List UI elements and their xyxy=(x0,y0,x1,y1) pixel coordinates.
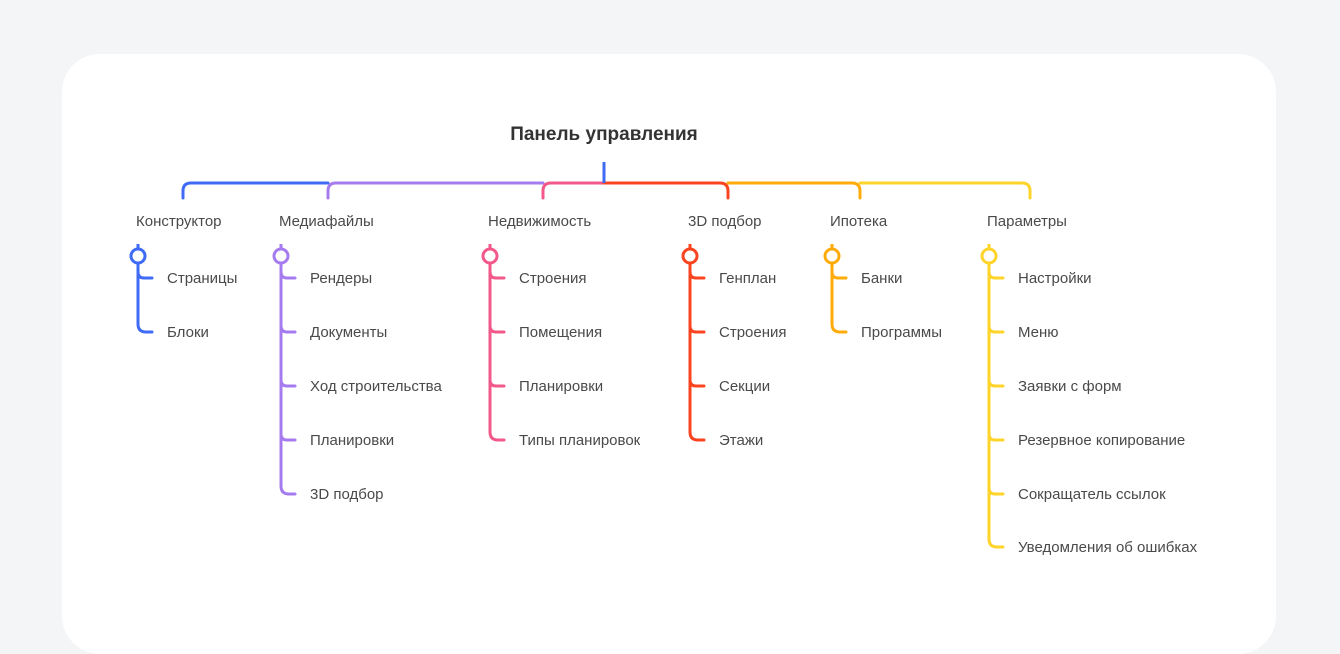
branch-line xyxy=(987,261,1005,549)
branch-tick xyxy=(488,378,506,388)
branch-tick xyxy=(279,270,297,280)
branch-line xyxy=(830,261,848,334)
branch-tick xyxy=(987,270,1005,280)
category-label: Ипотека xyxy=(830,213,888,230)
category-node-icon xyxy=(481,247,499,265)
menu-item[interactable]: Документы xyxy=(310,324,387,341)
connector-0 xyxy=(181,181,330,200)
branch-tick xyxy=(830,270,848,280)
menu-item[interactable]: Резервное копирование xyxy=(1018,432,1185,449)
branch-line xyxy=(688,261,706,442)
menu-item[interactable]: Рендеры xyxy=(310,270,372,287)
connector-4 xyxy=(726,181,862,200)
branch-tick xyxy=(987,486,1005,496)
menu-item[interactable]: Этажи xyxy=(719,432,763,449)
branch-tick xyxy=(987,324,1005,334)
category-node-icon xyxy=(272,247,290,265)
category-label: Медиафайлы xyxy=(279,213,374,230)
menu-item[interactable]: Планировки xyxy=(310,432,394,449)
category-label: 3D подбор xyxy=(688,213,762,230)
category-node-icon xyxy=(823,247,841,265)
branch-tick xyxy=(987,432,1005,442)
branch-tick xyxy=(987,378,1005,388)
category-label: Параметры xyxy=(987,213,1067,230)
menu-item[interactable]: Помещения xyxy=(519,324,602,341)
diagram-title: Панель управления xyxy=(510,124,698,145)
category-node-icon xyxy=(980,247,998,265)
category-label: Конструктор xyxy=(136,213,222,230)
branch-line xyxy=(279,261,297,496)
menu-item[interactable]: Меню xyxy=(1018,324,1059,341)
menu-item[interactable]: Настройки xyxy=(1018,270,1092,287)
menu-item[interactable]: Строения xyxy=(519,270,587,287)
branch-tick xyxy=(688,324,706,334)
branch-tick xyxy=(136,270,154,280)
menu-item[interactable]: Ход строительства xyxy=(310,378,442,395)
connector-3 xyxy=(602,181,730,200)
connector-5 xyxy=(858,181,1032,200)
menu-item[interactable]: Генплан xyxy=(719,270,776,287)
menu-item[interactable]: Планировки xyxy=(519,378,603,395)
menu-item[interactable]: Секции xyxy=(719,378,770,395)
branch-tick xyxy=(688,378,706,388)
menu-item[interactable]: Сокращатель ссылок xyxy=(1018,486,1166,503)
menu-item[interactable]: Банки xyxy=(861,270,902,287)
branch-line xyxy=(488,261,506,442)
branch-tick xyxy=(279,324,297,334)
diagram-card xyxy=(62,54,1276,654)
branch-tick xyxy=(488,270,506,280)
branch-tick xyxy=(688,270,706,280)
category-label: Недвижимость xyxy=(488,213,591,230)
menu-item[interactable]: Типы планировок xyxy=(519,432,641,449)
menu-item[interactable]: Программы xyxy=(861,324,942,341)
branch-tick xyxy=(279,378,297,388)
menu-item[interactable]: Блоки xyxy=(167,324,209,341)
category-node-icon xyxy=(681,247,699,265)
branch-tick xyxy=(488,324,506,334)
menu-item[interactable]: Уведомления об ошибках xyxy=(1018,539,1198,556)
branch-tick xyxy=(279,432,297,442)
category-node-icon xyxy=(129,247,147,265)
connector-1 xyxy=(326,181,545,200)
menu-item[interactable]: Заявки с форм xyxy=(1018,378,1122,395)
navigation-tree-diagram: Панель управления КонструкторСтраницыБло… xyxy=(129,124,1198,556)
connector-2 xyxy=(541,181,606,200)
menu-item[interactable]: Страницы xyxy=(167,270,237,287)
menu-item[interactable]: 3D подбор xyxy=(310,486,384,503)
menu-item[interactable]: Строения xyxy=(719,324,787,341)
branch-line xyxy=(136,261,154,334)
